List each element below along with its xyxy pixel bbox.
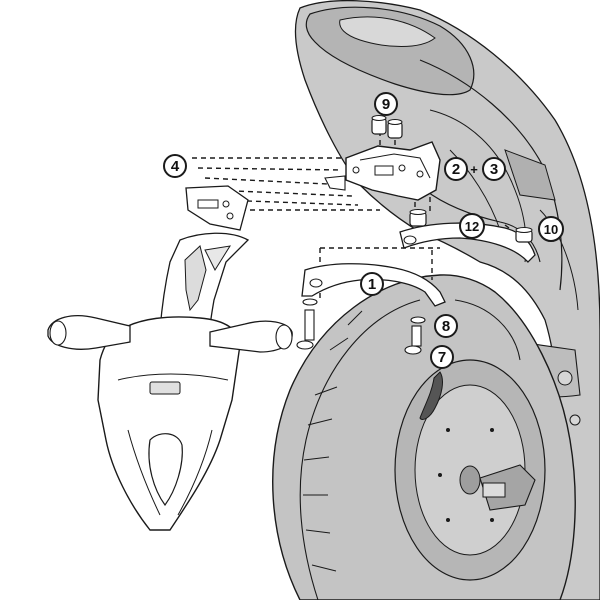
- callout-2: 2: [444, 157, 468, 181]
- tail-light: [149, 381, 181, 395]
- callout-8: 8: [434, 314, 458, 338]
- callout-2-label: 2: [452, 161, 460, 178]
- license-plate-holder: [47, 185, 293, 531]
- callout-12-label: 12: [465, 219, 479, 234]
- plus-sign: +: [470, 162, 478, 177]
- callout-12: 12: [459, 213, 485, 239]
- bolts-and-washers: [296, 298, 426, 355]
- callout-7: 7: [430, 345, 454, 369]
- brake-caliper: [479, 464, 536, 511]
- side-vent: [504, 149, 556, 201]
- callout-3-label: 3: [490, 161, 498, 178]
- right-indicator: [209, 320, 293, 353]
- upper-bracket-assembly: [324, 115, 441, 227]
- callout-7-label: 7: [438, 349, 446, 366]
- callout-10-label: 10: [544, 222, 558, 237]
- wheel-hub: [459, 465, 481, 495]
- holder-body: [97, 316, 241, 531]
- part-7-strap: [419, 371, 443, 421]
- callout-3: 3: [482, 157, 506, 181]
- plate-window: [148, 433, 183, 507]
- callout-8-label: 8: [442, 318, 450, 335]
- callout-4-label: 4: [171, 158, 180, 175]
- callout-1-label: 1: [368, 276, 376, 293]
- holder-neck: [159, 232, 250, 331]
- callout-9-label: 9: [382, 96, 390, 113]
- callout-9: 9: [374, 92, 398, 116]
- callout-10: 10: [538, 216, 564, 242]
- callout-1: 1: [360, 272, 384, 296]
- rear-wheel: [272, 274, 576, 600]
- callout-4: 4: [163, 154, 187, 178]
- part-1-plate: [301, 263, 446, 307]
